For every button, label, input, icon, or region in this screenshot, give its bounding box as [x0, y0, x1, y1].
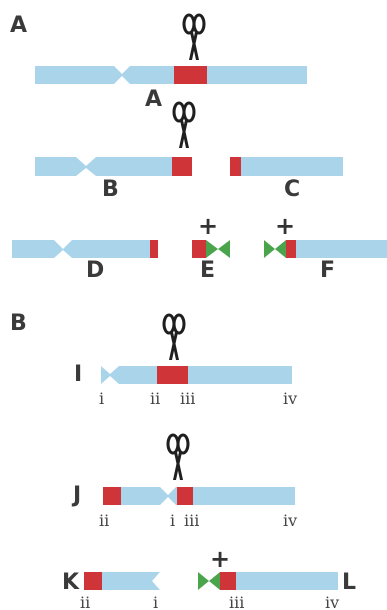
label-e: E	[200, 258, 215, 283]
plus-icon: +	[275, 212, 295, 240]
mark-i: i	[99, 389, 104, 408]
chromosome-a	[35, 66, 307, 84]
cut-site	[172, 157, 192, 176]
mark-iv: iv	[283, 389, 297, 408]
scissors-icon	[166, 433, 190, 482]
mark-ii: ii	[99, 511, 109, 530]
cut-site	[150, 240, 158, 258]
cut-site	[177, 487, 193, 505]
mark-i: i	[170, 511, 175, 530]
section-label-b: B	[10, 311, 27, 336]
mark-iii: iii	[180, 389, 195, 408]
cut-site	[230, 157, 241, 176]
mark-ii: ii	[80, 593, 90, 610]
cut-site	[286, 240, 296, 258]
label-j: J	[71, 483, 81, 508]
chromosome-fragment-c	[230, 157, 343, 176]
scissors-icon	[172, 101, 196, 150]
cut-site	[192, 240, 206, 258]
chromosome-j	[103, 487, 295, 505]
mark-iv: iv	[283, 511, 297, 530]
label-a: A	[145, 87, 162, 112]
chromosome-fragment-k	[84, 572, 160, 590]
mark-iii: iii	[229, 593, 244, 610]
label-f: F	[320, 258, 335, 283]
chromosome-fragment-l	[198, 572, 338, 590]
label-b: B	[102, 177, 119, 202]
fragment-e	[192, 240, 230, 258]
label-i: I	[74, 362, 82, 387]
label-d: D	[86, 258, 104, 283]
cut-site	[157, 366, 188, 384]
label-l: L	[342, 570, 356, 595]
chromosome-i	[101, 366, 292, 384]
label-c: C	[284, 177, 300, 202]
chromosome-fragment-f	[264, 240, 387, 258]
mark-iii: iii	[184, 511, 199, 530]
telomere-cap-icon	[264, 240, 286, 258]
cut-site	[220, 572, 236, 590]
section-label-a: A	[10, 13, 27, 38]
mark-iv: iv	[325, 593, 339, 610]
telomere-cap-icon	[206, 240, 230, 258]
chromosome-fragment-b	[35, 157, 192, 176]
scissors-icon	[162, 313, 186, 362]
mark-ii: ii	[150, 389, 160, 408]
cut-site	[84, 572, 102, 590]
plus-icon: +	[198, 212, 218, 240]
plus-icon: +	[210, 545, 230, 573]
mark-i: i	[153, 593, 158, 610]
telomere-cap-icon	[198, 572, 220, 590]
cut-site	[103, 487, 121, 505]
chromosome-fragment-d	[12, 240, 158, 258]
scissors-icon	[182, 13, 206, 62]
cut-site	[174, 66, 207, 84]
label-k: K	[62, 570, 80, 595]
